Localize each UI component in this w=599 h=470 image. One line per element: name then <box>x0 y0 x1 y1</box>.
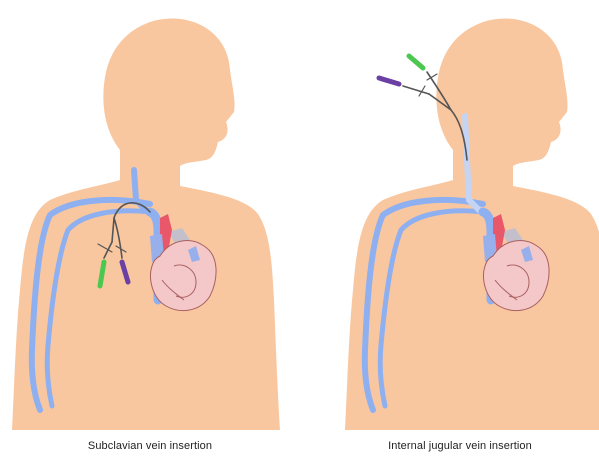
caption-subclavian: Subclavian vein insertion <box>40 440 260 452</box>
right-panel <box>345 19 599 430</box>
left-panel <box>12 19 280 430</box>
right-green-lumen <box>409 56 423 68</box>
right-purple-lumen <box>379 78 399 84</box>
left-body <box>12 19 280 430</box>
caption-internal-jugular: Internal jugular vein insertion <box>345 440 575 452</box>
